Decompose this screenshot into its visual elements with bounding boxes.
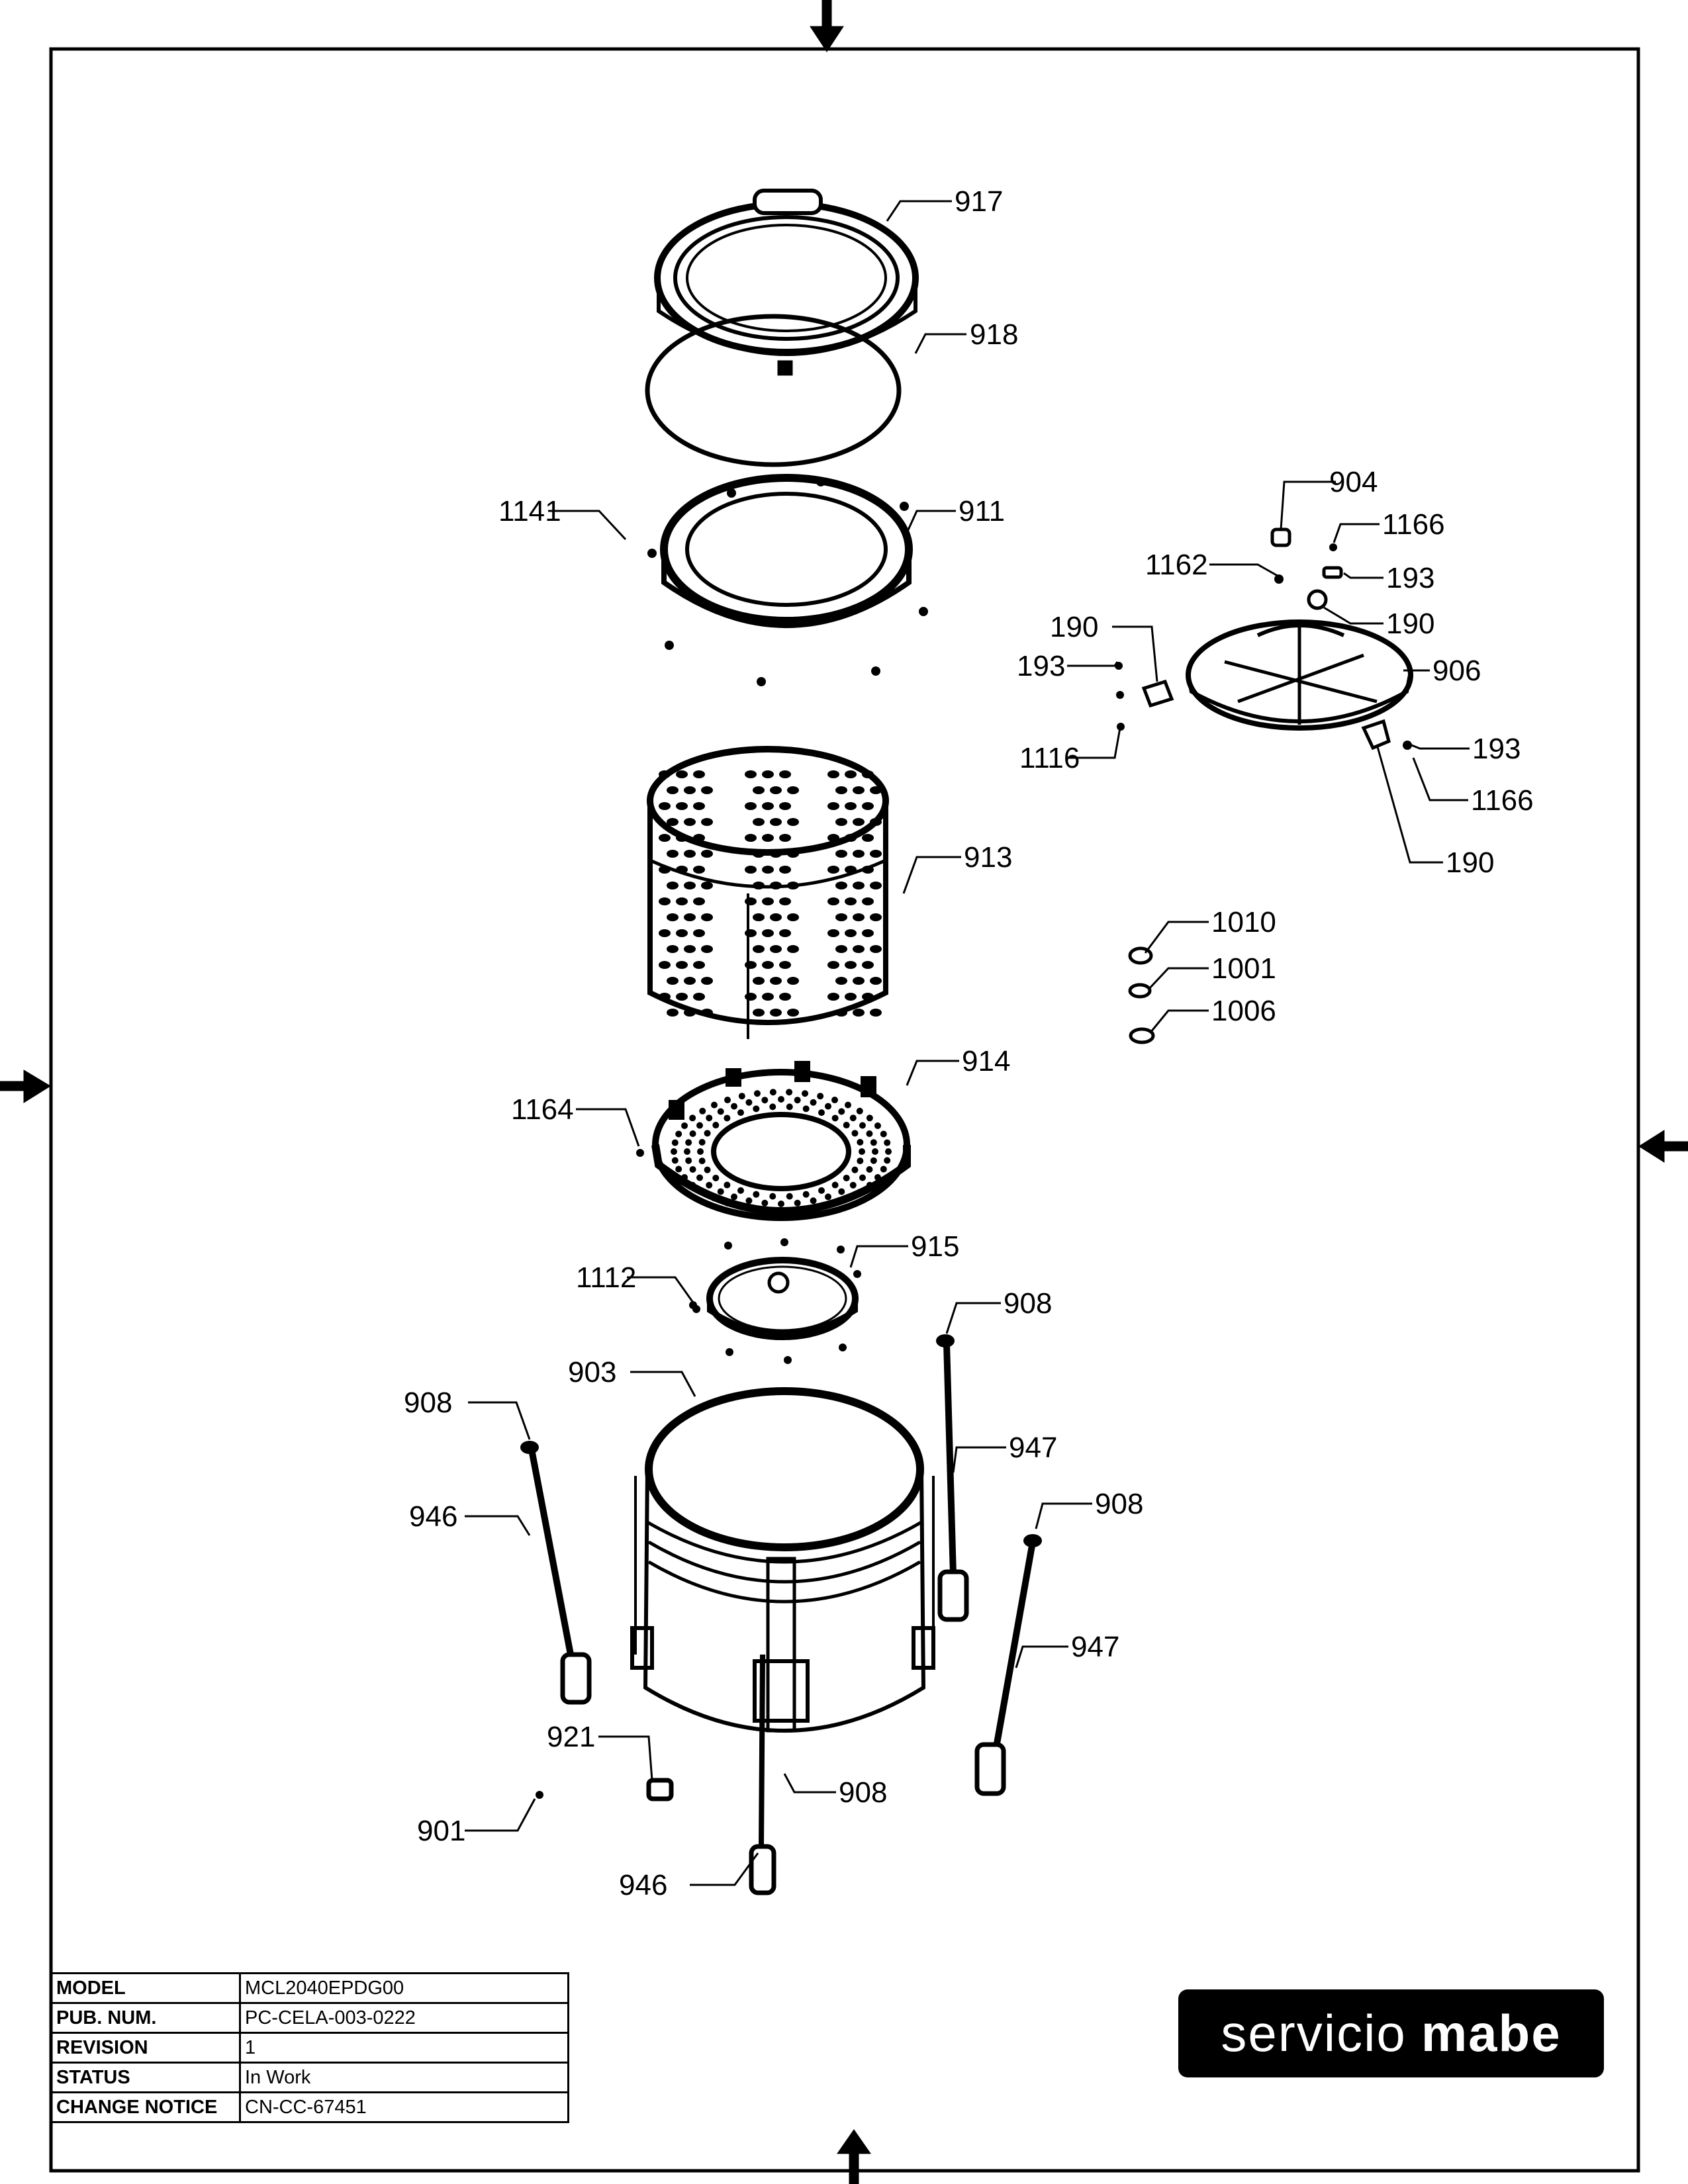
callout-193-c: 193	[1472, 733, 1521, 765]
part-946-suspension-rod-front	[749, 1654, 776, 1895]
callout-1166-a: 1166	[1382, 508, 1445, 541]
callout-1006: 1006	[1211, 995, 1276, 1027]
callout-1162: 1162	[1145, 549, 1208, 581]
revision-value: 1	[239, 2032, 569, 2064]
callout-904: 904	[1329, 466, 1378, 498]
callout-947-b: 947	[1071, 1631, 1119, 1663]
part-947-suspension-rod-right-rear	[936, 1334, 969, 1622]
callout-901: 901	[417, 1815, 465, 1847]
callout-908-c: 908	[1095, 1488, 1143, 1520]
pub-num-label: PUB. NUM.	[50, 2002, 241, 2034]
brand-word-mabe: mabe	[1421, 2004, 1562, 2062]
callout-947-a: 947	[1009, 1432, 1057, 1464]
callout-913: 913	[964, 841, 1012, 874]
part-914-basket-bottom	[651, 1061, 911, 1221]
small-hardware	[1128, 527, 1391, 1044]
pub-num-value: PC-CELA-003-0222	[239, 2002, 569, 2034]
brand-logo: servicio mabe	[1178, 1989, 1604, 2077]
title-row-pub: PUB. NUM. PC-CELA-003-0222	[50, 2002, 569, 2034]
callout-921: 921	[547, 1721, 595, 1753]
callout-1001: 1001	[1211, 952, 1276, 985]
callout-946-b: 946	[619, 1869, 667, 1901]
revision-label: REVISION	[50, 2032, 241, 2064]
callout-911: 911	[959, 495, 1005, 527]
title-row-revision: REVISION 1	[50, 2032, 569, 2064]
callout-1010: 1010	[1211, 906, 1276, 938]
callout-1116: 1116	[1019, 742, 1080, 774]
callout-1141: 1141	[498, 495, 561, 527]
callout-908-d: 908	[839, 1776, 887, 1809]
callout-labels: 917 918 1141 911 913 1164 914 1112 915 9…	[404, 185, 1534, 1901]
callout-917: 917	[955, 185, 1003, 218]
callout-193-b: 193	[1017, 650, 1065, 682]
part-918-gasket	[645, 314, 902, 467]
callout-915: 915	[911, 1230, 959, 1263]
title-row-model: MODEL MCL2040EPDG00	[50, 1972, 569, 2004]
callout-1164: 1164	[511, 1093, 574, 1126]
callout-1166-b: 1166	[1471, 784, 1534, 817]
part-946-suspension-rod-left	[520, 1441, 592, 1705]
model-value: MCL2040EPDG00	[239, 1972, 569, 2004]
part-917-tub-cover	[654, 189, 919, 376]
callout-946-a: 946	[409, 1500, 457, 1533]
callout-908-b: 908	[404, 1387, 452, 1419]
callout-918: 918	[970, 318, 1018, 351]
callout-903: 903	[568, 1356, 616, 1388]
part-913-wash-basket	[647, 746, 889, 1039]
change-notice-label: CHANGE NOTICE	[50, 2091, 241, 2123]
part-915-hub	[692, 1238, 861, 1364]
part-906-impeller	[1186, 619, 1413, 731]
part-921-pump-cap	[646, 1778, 674, 1801]
leader-lines	[465, 200, 1470, 1886]
status-label: STATUS	[50, 2062, 241, 2093]
callout-190-c: 190	[1446, 846, 1494, 879]
callout-1112: 1112	[576, 1261, 636, 1294]
callout-906: 906	[1432, 655, 1481, 687]
small-screws	[636, 543, 1412, 1309]
part-947-suspension-rod-right-front	[974, 1534, 1042, 1796]
change-notice-value: CN-CC-67451	[239, 2091, 569, 2123]
callout-914: 914	[962, 1045, 1010, 1077]
brand-word-servicio: servicio	[1221, 2004, 1407, 2062]
model-label: MODEL	[50, 1972, 241, 2004]
part-911-balance-ring	[647, 474, 928, 686]
title-row-status: STATUS In Work	[50, 2062, 569, 2093]
callout-908-a: 908	[1004, 1287, 1052, 1320]
callout-190-a: 190	[1050, 611, 1098, 643]
callout-190-b: 190	[1386, 608, 1434, 640]
title-row-change: CHANGE NOTICE CN-CC-67451	[50, 2091, 569, 2123]
status-value: In Work	[239, 2062, 569, 2093]
callout-193-a: 193	[1386, 562, 1434, 594]
title-block: MODEL MCL2040EPDG00 PUB. NUM. PC-CELA-00…	[50, 1972, 569, 2123]
part-901-screw	[536, 1791, 543, 1799]
part-903-outer-tub	[630, 1387, 935, 1733]
drawing-border	[49, 47, 1640, 2173]
